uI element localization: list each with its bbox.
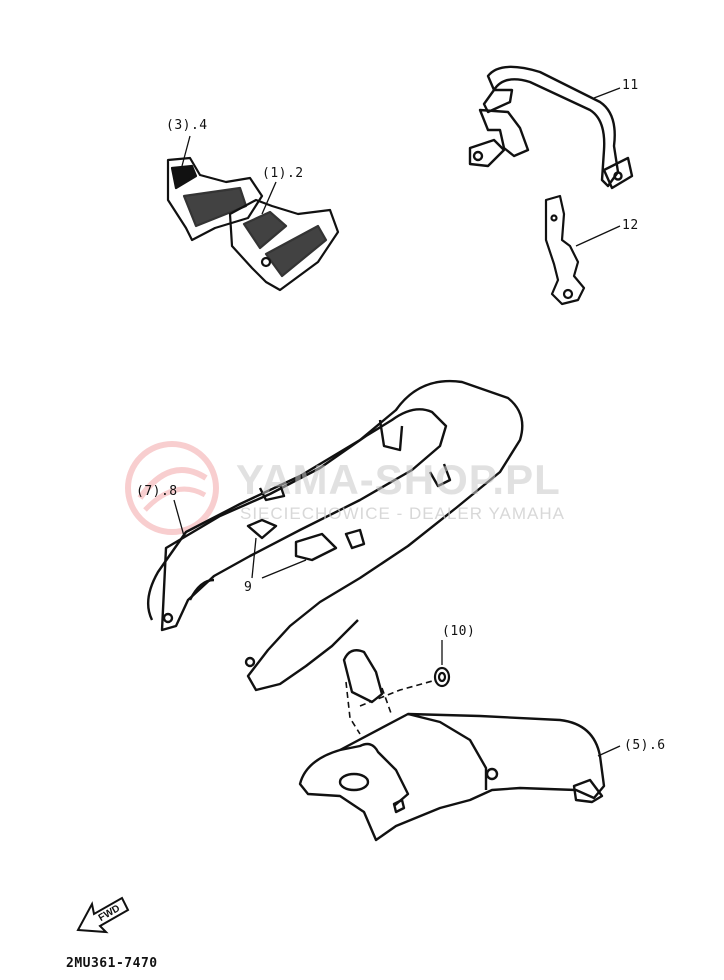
leader-lines [173,87,621,757]
rear-fender-part [298,649,606,842]
callout-9: 9 [244,580,253,595]
document-code: 2MU361-7470 [66,956,158,971]
tail-cowl-part [146,379,524,692]
callout-5-6: (5).6 [624,738,666,753]
fwd-arrow-icon [76,896,130,934]
callout-12: 12 [622,218,639,233]
bracket-part [544,194,586,306]
watermark-logo [125,441,219,535]
callout-1-2: (1).2 [262,166,304,181]
grommet-part [433,640,451,688]
callout-10: (10) [442,624,476,639]
callout-7-8: (7).8 [136,484,178,499]
watermark-title: YAMA-SHOP.PL [236,456,561,503]
callout-3-4: (3).4 [166,118,208,133]
watermark-subtitle: SIECIECHOWICE - DEALER YAMAHA [240,504,565,523]
grab-handle-part [468,65,634,190]
side-cover-right-part [228,198,340,292]
callout-11: 11 [622,78,639,93]
